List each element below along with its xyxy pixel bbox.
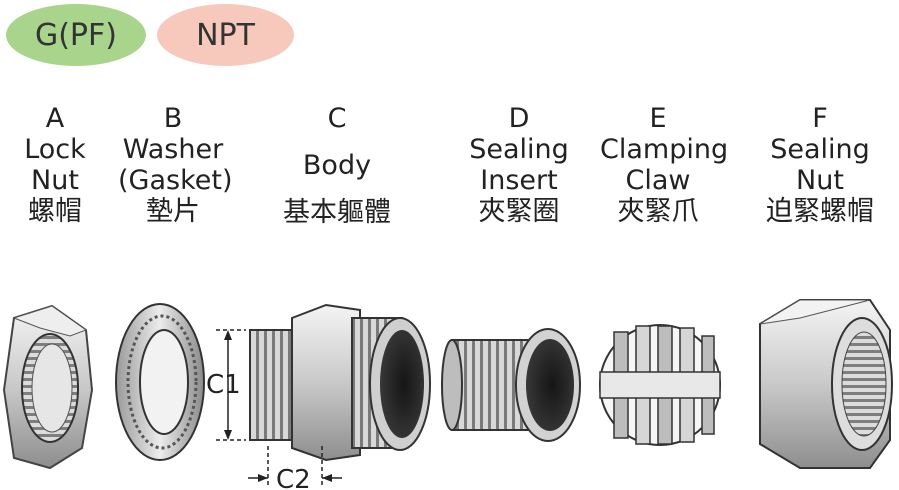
- thread-type-g-pf[interactable]: G(PF): [6, 4, 146, 66]
- thread-type-g-pf-label: G(PF): [34, 17, 117, 53]
- sealing-nut-drawing: [759, 299, 893, 469]
- dimension-c1-label: C1: [206, 370, 241, 400]
- clamping-claw-drawing: [599, 324, 721, 446]
- dimension-c2-label: C2: [276, 465, 311, 490]
- thread-type-npt-label: NPT: [196, 17, 255, 53]
- part-name-zh: 夾緊圈: [478, 196, 560, 227]
- washer-drawing: [115, 303, 205, 461]
- sealing-insert-drawing: [441, 328, 581, 442]
- part-name-line2: Insert: [480, 165, 558, 196]
- part-name-line2: Nut: [31, 165, 79, 196]
- part-name-line2: Claw: [625, 165, 691, 196]
- part-name-line1: Sealing: [469, 134, 569, 165]
- part-label-d: D Sealing Insert 夾緊圈: [464, 103, 574, 227]
- part-name-line1: Body: [302, 150, 372, 181]
- part-letter: C: [327, 103, 347, 134]
- part-name-line1: Clamping: [600, 134, 729, 165]
- dimension-c1: C1: [206, 329, 246, 441]
- part-letter: E: [649, 103, 667, 134]
- part-name-zh: 螺帽: [28, 196, 82, 227]
- part-name-zh: 基本軀體: [283, 197, 391, 228]
- part-name-zh: 墊片: [146, 196, 200, 227]
- part-name-zh: 迫緊螺帽: [766, 196, 874, 227]
- part-name-line1: Sealing: [770, 134, 870, 165]
- body-drawing: [249, 303, 431, 462]
- part-label-c: C Body 基本軀體: [282, 103, 392, 228]
- part-letter: F: [812, 103, 828, 134]
- lock-nut-drawing: [2, 304, 94, 470]
- thread-type-npt[interactable]: NPT: [157, 4, 294, 66]
- part-name-line2: Nut: [796, 165, 844, 196]
- part-label-f: F Sealing Nut 迫緊螺帽: [762, 103, 878, 227]
- part-name-line1: Washer: [122, 134, 224, 165]
- part-name-line1: Lock: [24, 134, 86, 165]
- part-letter: B: [163, 103, 183, 134]
- part-letter: A: [45, 103, 65, 134]
- part-name-zh: 夾緊爪: [617, 196, 699, 227]
- part-name-line2: (Gasket): [118, 165, 233, 196]
- part-label-a: A Lock Nut 螺帽: [24, 103, 86, 227]
- part-label-e: E Clamping Claw 夾緊爪: [600, 103, 729, 227]
- dimension-c2: C2: [248, 446, 342, 490]
- part-letter: D: [508, 103, 530, 134]
- part-label-b: B Washer (Gasket) 墊片: [118, 103, 233, 227]
